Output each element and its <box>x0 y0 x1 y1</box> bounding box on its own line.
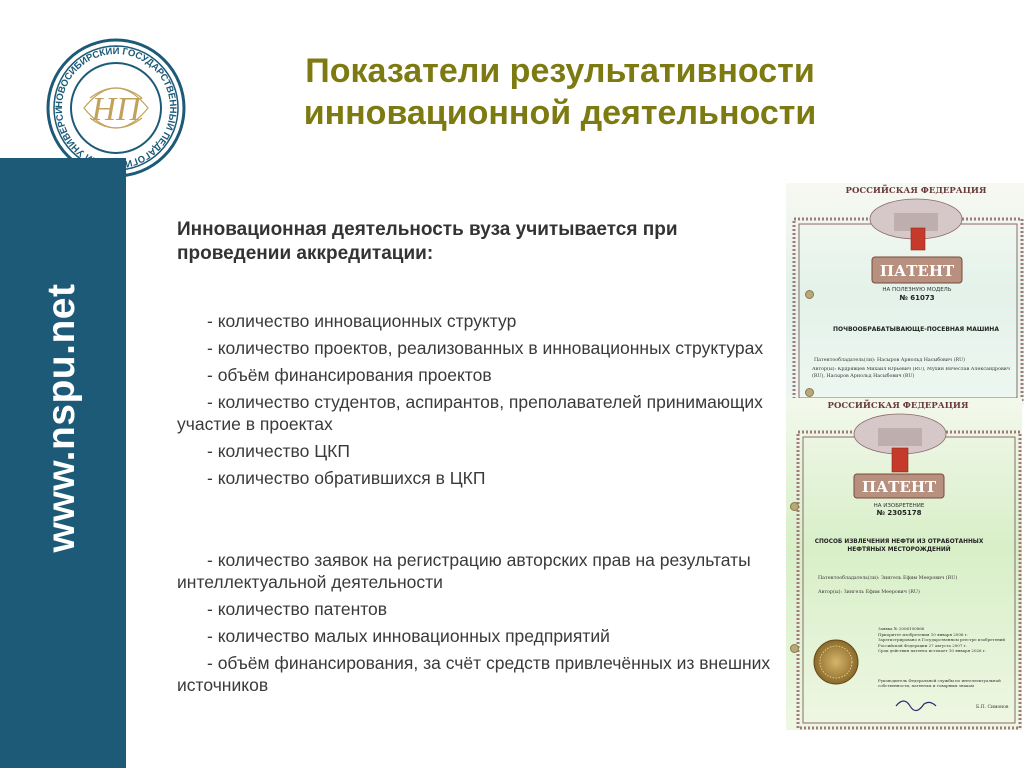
patent-heading: ПАТЕНТ <box>862 478 937 496</box>
list-item: - количество инновационных структур <box>207 311 517 331</box>
binder-hole <box>805 388 814 397</box>
patent-heading: ПАТЕНТ <box>880 262 955 280</box>
body-text: Инновационная деятельность вуза учитывае… <box>177 218 777 701</box>
binder-hole <box>790 502 799 511</box>
patent-subtype: НА ПОЛЕЗНУЮ МОДЕЛЬ <box>882 287 951 293</box>
list-item: - количество проектов, реализованных в и… <box>207 338 764 358</box>
list-item: - количество обратившихся в ЦКП <box>207 468 486 488</box>
patent-subtype: НА ИЗОБРЕТЕНИЕ <box>874 503 925 509</box>
patent-number: № 2305178 <box>877 509 922 517</box>
signature-icon <box>895 700 937 712</box>
patent-registered: Зарегистрировано в Государственном реест… <box>878 637 1006 648</box>
list-item: - количество студентов, аспирантов, преп… <box>177 392 763 434</box>
gold-seal-icon <box>813 639 859 685</box>
binder-hole <box>790 644 799 653</box>
title-line-1: Показатели результативности <box>305 52 815 90</box>
patent-country: РОССИЙСКАЯ ФЕДЕРАЦИЯ <box>846 183 987 196</box>
patent-name-line-1: СПОСОБ ИЗВЛЕЧЕНИЯ НЕФТИ ИЗ ОТРАБОТАННЫХ <box>815 539 984 545</box>
binder-hole <box>805 290 814 299</box>
patent-utility-model-image: РОССИЙСКАЯ ФЕДЕРАЦИЯ ПАТЕНТ НА ПОЛЕЗНУЮ … <box>786 183 1024 405</box>
patent-holder: Патентообладатель(ли): Зингель Ефим Меер… <box>818 574 957 581</box>
patent-authors: Автор(ы): Зингель Ефим Меерович (RU) <box>818 588 920 595</box>
logo-monogram: НП <box>90 91 143 128</box>
patent-application: Заявка № 2006100866 <box>878 626 925 631</box>
lead-paragraph: Инновационная деятельность вуза учитывае… <box>177 219 678 264</box>
page-title: Показатели результативности инновационно… <box>180 50 940 134</box>
patent-head-official: Руководитель Федеральной службы по интел… <box>878 678 1001 688</box>
sidebar <box>0 158 126 768</box>
patent-holder: Патентообладатель(ли): Насыров Арнольд Н… <box>814 356 965 363</box>
coat-of-arms-icon <box>910 227 926 251</box>
list-item: - количество ЦКП <box>207 441 350 461</box>
spacer <box>177 494 777 549</box>
list-item: - количество малых инновационных предпри… <box>207 626 610 646</box>
coat-of-arms-icon <box>891 447 909 473</box>
patent-country: РОССИЙСКАЯ ФЕДЕРАЦИЯ <box>828 398 969 411</box>
patent-signatory: Б.П. Симонов <box>976 704 1009 710</box>
patent-number: № 61073 <box>899 294 934 302</box>
patent-invention-image: РОССИЙСКАЯ ФЕДЕРАЦИЯ ПАТЕНТ НА ИЗОБРЕТЕН… <box>786 398 1022 730</box>
patent-name-line-2: НЕФТЯНЫХ МЕСТОРОЖДЕНИЙ <box>847 545 950 553</box>
list-item: - объём финансирования проектов <box>207 365 492 385</box>
patent-registration-details: Заявка № 2006100866 Приоритет изобретени… <box>878 626 1010 654</box>
title-line-2: инновационной деятельности <box>303 94 817 132</box>
site-url[interactable]: www.nspu.net <box>40 283 83 553</box>
patent-expires: Срок действия патента истекает 10 января… <box>878 648 987 653</box>
patent-authors: Автор(ы): Крдрявцев Михаил Юрьевич (RU),… <box>812 367 1011 379</box>
patent-name: ПОЧВООБРАБАТЫВАЮЩЕ-ПОСЕВНАЯ МАШИНА <box>833 326 999 333</box>
list-item: - количество заявок на регистрацию автор… <box>177 550 751 592</box>
patent-priority: Приоритет изобретения 10 января 2006 г. <box>878 631 969 637</box>
list-item: - количество патентов <box>207 599 388 619</box>
list-item: - объём финансирования, за счёт средств … <box>177 653 771 695</box>
university-logo: НОВОСИБИРСКИЙ ГОСУДАРСТВЕННЫЙ ПЕДАГОГИЧЕ… <box>46 38 186 178</box>
